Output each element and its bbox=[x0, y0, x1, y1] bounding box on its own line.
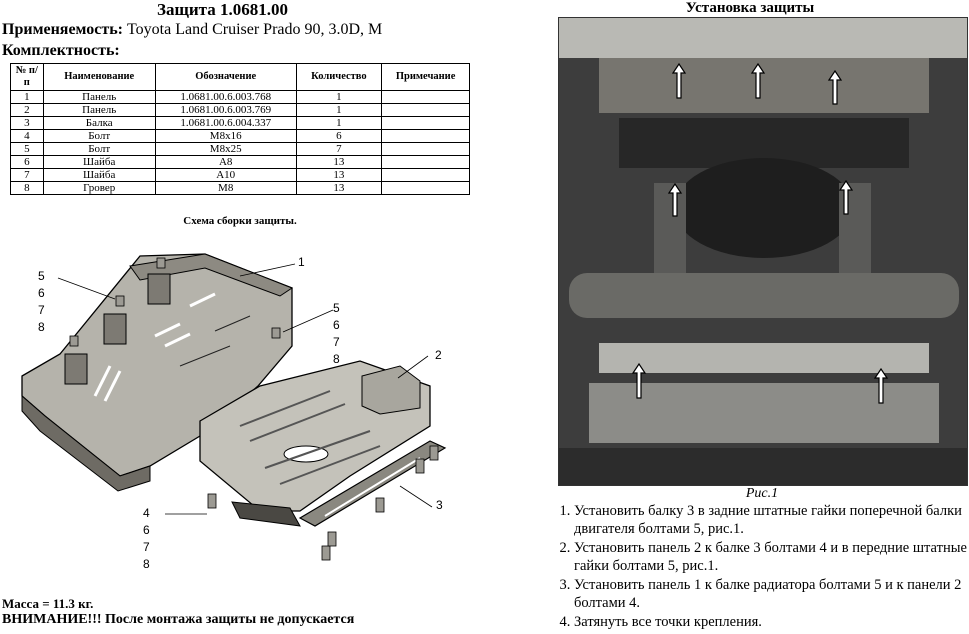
step-item: Затянуть все точки крепления. bbox=[574, 613, 969, 631]
callout-bottom-group: 4 6 7 8 bbox=[143, 505, 150, 573]
table-header-row: № п/п Наименование Обозначение Количеств… bbox=[10, 63, 470, 91]
callout-label: 8 bbox=[333, 352, 340, 366]
cell-name: Балка bbox=[42, 116, 156, 130]
callout-label: 5 bbox=[333, 301, 340, 315]
document-title: Защита 1.0681.00 bbox=[157, 0, 288, 19]
step-item: Установить панель 1 к балке радиатора бо… bbox=[574, 576, 969, 612]
kit-label: Комплектность: bbox=[2, 42, 120, 59]
panel-1-illustration bbox=[21, 253, 294, 492]
cell-designation: 1.0681.00.6.004.337 bbox=[154, 116, 297, 130]
cell-note bbox=[381, 142, 470, 156]
cell-designation: М8х16 bbox=[154, 129, 297, 143]
cell-quantity: 1 bbox=[295, 103, 383, 117]
cell-name: Болт bbox=[42, 129, 156, 143]
mass-note: Масса = 11.3 кг. bbox=[2, 596, 94, 611]
cell-quantity: 13 bbox=[295, 168, 383, 182]
callout-part-3: 3 bbox=[436, 498, 443, 512]
cell-number: 4 bbox=[10, 129, 44, 143]
applicability-line: Применяемость: Toyota Land Cruiser Prado… bbox=[2, 21, 382, 39]
cell-note bbox=[381, 168, 470, 182]
callout-part-1: 1 bbox=[298, 255, 305, 269]
cell-name: Шайба bbox=[42, 155, 156, 169]
cell-designation: А10 bbox=[154, 168, 297, 182]
fasteners-illustration bbox=[69, 257, 439, 561]
callout-label: 7 bbox=[333, 335, 340, 349]
callout-label: 7 bbox=[38, 303, 45, 317]
cell-quantity: 7 bbox=[295, 142, 383, 156]
cell-number: 3 bbox=[10, 116, 44, 130]
step-item: Установить панель 2 к балке 3 болтами 4 … bbox=[574, 539, 969, 575]
beam-3-illustration bbox=[298, 440, 447, 527]
cell-name: Шайба bbox=[42, 168, 156, 182]
installation-photo bbox=[558, 17, 968, 486]
leader-lines bbox=[57, 263, 433, 515]
installation-steps: Установить балку 3 в задние штатные гайк… bbox=[552, 502, 969, 632]
col-header-designation: Обозначение bbox=[154, 63, 297, 91]
panel-2-illustration bbox=[199, 360, 431, 512]
col-header-name: Наименование bbox=[42, 63, 156, 91]
cell-designation: 1.0681.00.6.003.769 bbox=[154, 103, 297, 117]
cell-number: 7 bbox=[10, 168, 44, 182]
installation-title: Установка защиты bbox=[685, 0, 815, 16]
diagram-caption: Схема сборки защиты. bbox=[183, 215, 297, 227]
callout-label: 6 bbox=[143, 523, 150, 537]
cell-name: Гровер bbox=[42, 181, 156, 195]
cell-quantity: 13 bbox=[295, 181, 383, 195]
bracket-illustration bbox=[231, 501, 301, 527]
assembly-diagram bbox=[21, 253, 447, 561]
cell-number: 1 bbox=[10, 90, 44, 104]
cell-note bbox=[381, 90, 470, 104]
cell-name: Болт bbox=[42, 142, 156, 156]
col-header-number: № п/п bbox=[10, 63, 44, 91]
callout-label: 6 bbox=[38, 286, 45, 300]
col-header-note: Примечание bbox=[381, 63, 470, 91]
cell-quantity: 1 bbox=[295, 90, 383, 104]
callout-label: 8 bbox=[38, 320, 45, 334]
cell-designation: М8 bbox=[154, 181, 297, 195]
cell-note bbox=[381, 129, 470, 143]
callout-label: 4 bbox=[143, 506, 150, 520]
applicability-value: Toyota Land Cruiser Prado 90, 3.0D, M bbox=[126, 21, 383, 38]
callout-label: 7 bbox=[143, 540, 150, 554]
figure-caption: Рис.1 bbox=[745, 486, 779, 501]
cell-quantity: 13 bbox=[295, 155, 383, 169]
cell-designation: М8х25 bbox=[154, 142, 297, 156]
cell-name: Панель bbox=[42, 90, 156, 104]
cell-designation: А8 bbox=[154, 155, 297, 169]
callout-part-2: 2 bbox=[435, 348, 442, 362]
cell-note bbox=[381, 103, 470, 117]
cell-note bbox=[381, 155, 470, 169]
cell-number: 2 bbox=[10, 103, 44, 117]
col-header-quantity: Количество bbox=[295, 63, 383, 91]
cell-note bbox=[381, 181, 470, 195]
warning-note: ВНИМАНИЕ!!! После монтажа защиты не допу… bbox=[2, 612, 355, 627]
applicability-label: Применяемость: bbox=[2, 21, 123, 38]
cell-number: 5 bbox=[10, 142, 44, 156]
cell-number: 8 bbox=[10, 181, 44, 195]
cell-note bbox=[381, 116, 470, 130]
step-item: Установить балку 3 в задние штатные гайк… bbox=[574, 502, 969, 538]
callout-label: 5 bbox=[38, 269, 45, 283]
kit-table: № п/п Наименование Обозначение Количеств… bbox=[10, 63, 470, 195]
callout-label: 8 bbox=[143, 557, 150, 571]
cell-number: 6 bbox=[10, 155, 44, 169]
photo-illustration bbox=[559, 18, 967, 485]
cell-quantity: 1 bbox=[295, 116, 383, 130]
callout-left-group: 5 6 7 8 bbox=[38, 268, 45, 336]
callout-right-group: 5 6 7 8 bbox=[333, 300, 340, 368]
callout-label: 6 bbox=[333, 318, 340, 332]
cell-quantity: 6 bbox=[295, 129, 383, 143]
cell-name: Панель bbox=[42, 103, 156, 117]
cell-designation: 1.0681.00.6.003.768 bbox=[154, 90, 297, 104]
